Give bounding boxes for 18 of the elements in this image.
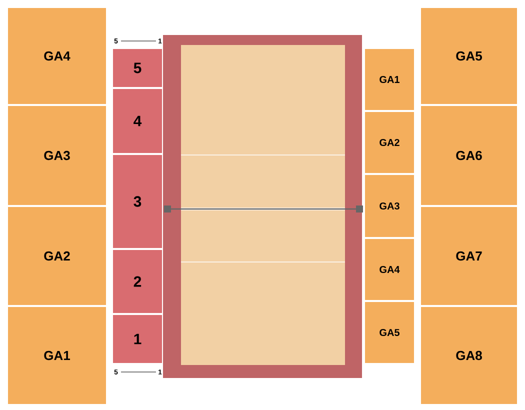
- seating-section: 3: [113, 155, 162, 248]
- seating-section: 4: [113, 89, 162, 153]
- seating-section: GA5: [421, 8, 517, 104]
- seating-section: GA5: [365, 302, 414, 363]
- seating-section: 2: [113, 250, 162, 313]
- seating-section: GA4: [365, 239, 414, 300]
- seating-section: GA4: [8, 8, 106, 104]
- seating-section: GA6: [421, 106, 517, 205]
- seating-section: GA3: [8, 106, 106, 205]
- seating-section: GA1: [8, 307, 106, 404]
- seating-section: GA7: [421, 207, 517, 305]
- seating-section: GA2: [365, 112, 414, 173]
- seating-section: GA2: [8, 207, 106, 305]
- seating-section: GA1: [365, 49, 414, 110]
- seating-section: GA8: [421, 307, 517, 404]
- seating-section: GA3: [365, 175, 414, 237]
- seating-section: 1: [113, 315, 162, 363]
- seating-section: 5: [113, 49, 162, 87]
